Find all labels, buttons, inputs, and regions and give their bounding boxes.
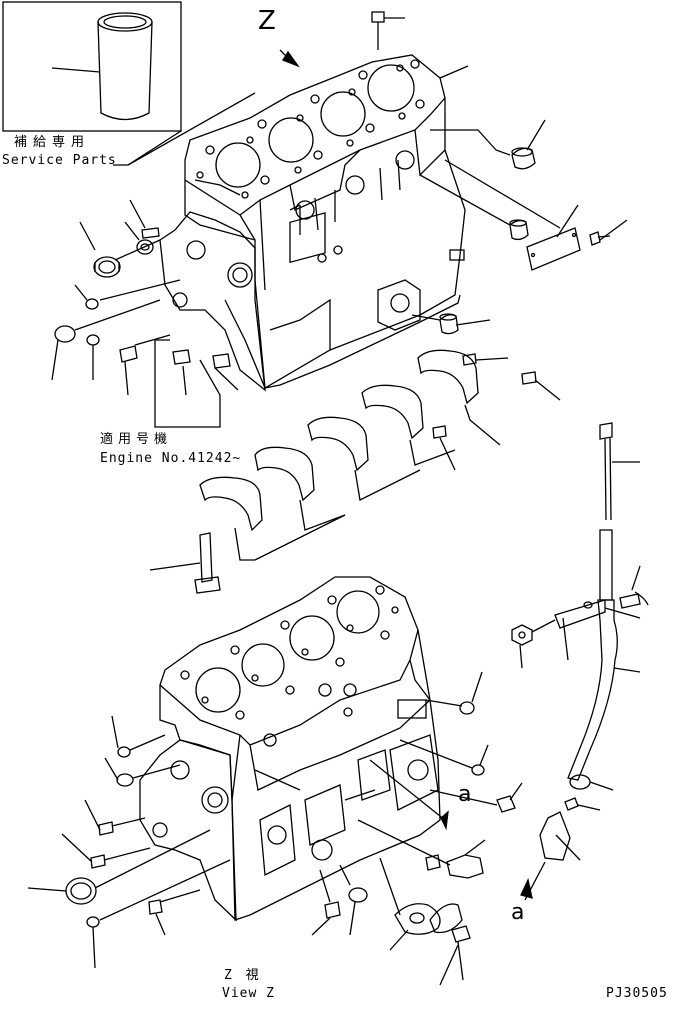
lower-plug-right-2 (471, 744, 489, 776)
dipstick (599, 422, 640, 521)
cup-plug-left (51, 325, 76, 381)
cup-plug-lower-right (439, 313, 491, 335)
lower-dowel-3 (148, 899, 166, 936)
cup-plug-upper-right (511, 119, 546, 170)
name-plate (526, 204, 581, 271)
connector-label-upper: a (458, 782, 472, 807)
tube-connector (539, 811, 581, 861)
lower-cup-plug-bottom (348, 887, 368, 936)
view-caption-jp: Z 視 (224, 968, 262, 983)
lower-plug-1 (111, 715, 131, 758)
inset-caption-jp: 補給専用 (14, 135, 91, 150)
plug-left-1 (74, 284, 99, 310)
knock-pin-right (521, 371, 561, 401)
dowel-pin-left-2 (119, 345, 138, 396)
tube-adapter (564, 797, 601, 811)
lower-dowel-1 (84, 799, 114, 836)
lower-gasket (389, 903, 441, 951)
cup-plug-mid (509, 219, 529, 241)
view-caption-en: View Z (222, 986, 275, 1001)
dowel-pin-left-top (129, 199, 160, 239)
lower-plug-2 (86, 916, 100, 969)
lower-deck-bolt-holes (180, 585, 399, 720)
clamp-nut (511, 624, 533, 669)
cylinder-liner-part (51, 12, 153, 121)
drive-screw-right (589, 219, 628, 246)
top-plug-part (371, 11, 405, 50)
upper-cylinder-block (159, 54, 466, 392)
connector-label-lower: a (511, 900, 525, 925)
engine-no-bracket (154, 339, 239, 428)
view-z-arrow (279, 49, 300, 68)
view-z-marker: Z (258, 6, 276, 36)
knock-pin-mid (432, 425, 456, 471)
lower-sensor-switch (446, 839, 486, 879)
lower-bolt (439, 925, 471, 986)
bearing-caps (199, 349, 501, 561)
plug-left-2 (86, 334, 100, 380)
tube-nut (569, 774, 614, 791)
lower-plug-right-1 (459, 671, 483, 715)
note-caption-jp: 適用号機 (100, 432, 173, 447)
seal-ring-large-left (79, 221, 121, 278)
seal-ring-small-left (124, 221, 154, 255)
lower-cover-plate (429, 903, 463, 934)
dipstick-guide-tube (567, 529, 641, 781)
cap-bolt-small (462, 353, 509, 366)
lower-cup-plug-1 (104, 757, 134, 787)
lower-adapter-right (496, 782, 523, 813)
drawing-code: PJ30505 (606, 986, 668, 1001)
main-bearing-bolt (149, 532, 221, 594)
tube-clamp-bracket (554, 599, 641, 661)
service-parts-inset-box (2, 1, 256, 166)
deck-bolt-holes (196, 59, 425, 199)
lower-dowel-2 (61, 833, 106, 869)
lower-plug-4 (425, 854, 441, 871)
lower-cylinder-block (139, 576, 441, 922)
clamp-bolt (619, 565, 649, 609)
lower-oil-seal (27, 877, 97, 905)
note-caption-en: Engine No.41242~ (100, 451, 242, 466)
lower-plug-3 (311, 901, 341, 936)
inset-caption-en: Service Parts (2, 153, 117, 168)
